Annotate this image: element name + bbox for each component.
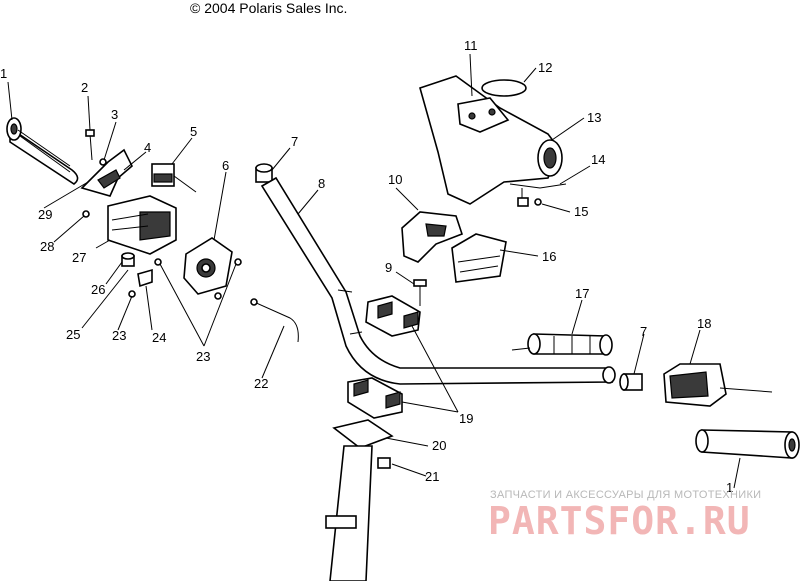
steering-post xyxy=(325,445,373,581)
callout-4: 4 xyxy=(144,140,151,155)
callout-23b: 23 xyxy=(196,349,210,364)
watermark-tagline: ЗАПЧАСТИ И АКСЕССУАРЫ ДЛЯ МОТОТЕХНИКИ xyxy=(490,489,761,501)
bolt-9 xyxy=(413,279,427,306)
watermark: ЗАПЧАСТИ И АКСЕССУАРЫ ДЛЯ МОТОТЕХНИКИ PA… xyxy=(488,489,761,543)
switch-housing-18 xyxy=(663,363,773,407)
callout-12: 12 xyxy=(538,60,552,75)
throttle-housing-27 xyxy=(107,195,177,255)
wire-harness-14 xyxy=(509,183,567,207)
switch-5 xyxy=(151,163,197,193)
left-grip xyxy=(6,117,79,185)
washer-3 xyxy=(99,158,107,166)
callout-22: 22 xyxy=(254,376,268,391)
nut-21 xyxy=(377,457,391,469)
callout-18: 18 xyxy=(697,316,711,331)
cap-26 xyxy=(121,252,135,267)
callout-1: 1 xyxy=(0,66,7,81)
pod-lower-10 xyxy=(401,211,464,263)
screw-23b xyxy=(154,258,162,266)
callout-8: 8 xyxy=(318,176,325,191)
callout-16: 16 xyxy=(542,249,556,264)
callout-1b: 1 xyxy=(726,480,733,495)
callout-6: 6 xyxy=(222,158,229,173)
bar-end-7-left xyxy=(255,163,273,183)
callout-21: 21 xyxy=(425,469,439,484)
callout-labels: 1 2 3 4 5 6 7 8 9 10 11 12 13 14 15 16 1… xyxy=(0,38,733,495)
callout-24: 24 xyxy=(152,330,166,345)
clamp-19-upper xyxy=(365,295,421,337)
callout-20: 20 xyxy=(432,438,446,453)
bar-end-7-right xyxy=(619,373,643,391)
screw-15 xyxy=(534,198,542,206)
handlebar-pod-13 xyxy=(419,75,563,205)
right-grip-1 xyxy=(695,429,800,459)
callout-25: 25 xyxy=(66,327,80,342)
cable-22 xyxy=(250,298,299,343)
screw-23c xyxy=(214,292,222,300)
handlebar-8 xyxy=(260,176,616,385)
right-grip-17 xyxy=(511,333,613,356)
callout-26: 26 xyxy=(91,282,105,297)
callout-19: 19 xyxy=(459,411,473,426)
watermark-brand: PARTSFOR.RU xyxy=(488,499,751,543)
leader-lines xyxy=(7,53,741,489)
callout-29: 29 xyxy=(38,207,52,222)
cover-16 xyxy=(451,233,507,283)
screw-2 xyxy=(85,129,95,161)
throttle-cover-6 xyxy=(183,237,233,295)
callout-13: 13 xyxy=(587,110,601,125)
screw-28 xyxy=(82,210,90,218)
plate-20 xyxy=(332,419,394,449)
lever-bracket-4 xyxy=(80,148,133,197)
callout-27: 27 xyxy=(72,250,86,265)
callout-11: 11 xyxy=(464,38,478,53)
callout-14: 14 xyxy=(591,152,605,167)
callout-7: 7 xyxy=(291,134,298,149)
callout-15: 15 xyxy=(574,204,588,219)
callout-10: 10 xyxy=(388,172,402,187)
callout-5: 5 xyxy=(190,124,197,139)
callout-3: 3 xyxy=(111,107,118,122)
callout-28: 28 xyxy=(40,239,54,254)
callout-17: 17 xyxy=(575,286,589,301)
screw-23d xyxy=(234,258,242,266)
cover-24 xyxy=(137,268,153,288)
lens-12 xyxy=(481,79,527,97)
callout-7b: 7 xyxy=(640,324,647,339)
callout-2: 2 xyxy=(81,80,88,95)
callout-23: 23 xyxy=(112,328,126,343)
clamp-19-lower xyxy=(347,377,403,419)
copyright-text: © 2004 Polaris Sales Inc. xyxy=(190,0,347,16)
callout-9: 9 xyxy=(385,260,392,275)
